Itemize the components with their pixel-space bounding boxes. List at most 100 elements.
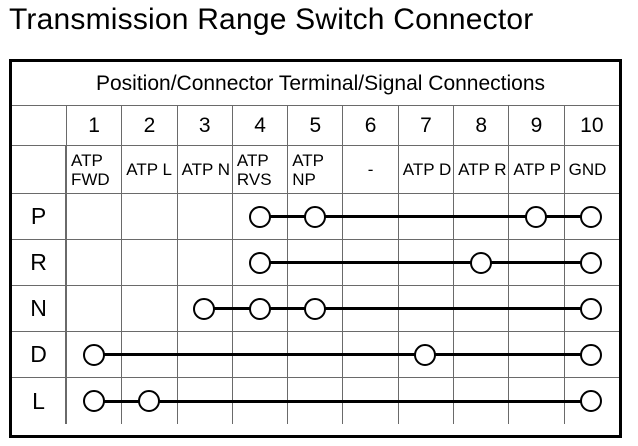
position-label-n: N: [12, 286, 66, 331]
cell-p-2[interactable]: [121, 194, 176, 239]
terminal-number-cell-2: 2: [121, 106, 176, 145]
cell-l-7[interactable]: [397, 378, 453, 424]
cell-r-4[interactable]: [231, 240, 287, 285]
terminal-number-cell-10: 10: [563, 106, 619, 145]
cell-n-1[interactable]: [66, 286, 121, 331]
cell-d-3[interactable]: [176, 332, 232, 377]
signal-cell-5: ATP NP: [287, 146, 342, 193]
cell-p-9[interactable]: [508, 194, 563, 239]
signal-cell-3: ATP N: [176, 146, 232, 193]
position-row-d: D: [12, 332, 619, 378]
terminal-number-header-row: 1 2 3 4 5 6 7 8 9 10: [12, 106, 619, 146]
cell-n-8[interactable]: [453, 286, 508, 331]
cell-d-2[interactable]: [121, 332, 176, 377]
cell-p-7[interactable]: [397, 194, 453, 239]
signal-name-8: ATP R: [458, 160, 507, 179]
position-row-n: N: [12, 286, 619, 332]
terminal-number-4: 4: [254, 113, 266, 137]
cell-l-6[interactable]: [342, 378, 397, 424]
cell-l-3[interactable]: [176, 378, 232, 424]
cell-p-3[interactable]: [176, 194, 232, 239]
table-banner: Position/Connector Terminal/Signal Conne…: [12, 62, 619, 106]
cell-p-1[interactable]: [66, 194, 121, 239]
position-row-l: L: [12, 378, 619, 424]
terminal-number-cell-9: 9: [508, 106, 563, 145]
cell-l-8[interactable]: [453, 378, 508, 424]
corner-cell-signals: [12, 146, 66, 193]
cell-d-6[interactable]: [342, 332, 397, 377]
cell-r-9[interactable]: [508, 240, 563, 285]
terminal-number-cell-4: 4: [231, 106, 287, 145]
signal-name-2: ATP L: [126, 160, 172, 179]
cell-l-2[interactable]: [121, 378, 176, 424]
signal-cell-8: ATP R: [453, 146, 508, 193]
signal-name-4: ATP RVS: [236, 150, 272, 189]
cell-p-6[interactable]: [342, 194, 397, 239]
cell-n-7[interactable]: [397, 286, 453, 331]
table-banner-label: Position/Connector Terminal/Signal Conne…: [95, 71, 546, 95]
signal-cell-1: ATP FWD: [66, 146, 121, 193]
cell-l-10[interactable]: [563, 378, 619, 424]
signal-name-7: ATP D: [402, 160, 452, 179]
cell-d-8[interactable]: [453, 332, 508, 377]
cell-n-6[interactable]: [342, 286, 397, 331]
cell-p-4[interactable]: [231, 194, 287, 239]
cell-n-10[interactable]: [563, 286, 619, 331]
signal-name-5: ATP NP: [292, 150, 324, 189]
cell-n-9[interactable]: [508, 286, 563, 331]
terminal-number-cell-8: 8: [453, 106, 508, 145]
terminal-number-5: 5: [309, 113, 322, 137]
cell-n-5[interactable]: [287, 286, 342, 331]
signal-cell-10: GND: [563, 146, 619, 193]
signal-cell-9: ATP P: [508, 146, 563, 193]
cell-d-10[interactable]: [563, 332, 619, 377]
cell-d-9[interactable]: [508, 332, 563, 377]
cell-l-1[interactable]: [66, 378, 121, 424]
position-label-l: L: [12, 378, 66, 424]
position-label-r: R: [12, 240, 66, 285]
table-grid-region: 1 2 3 4 5 6 7 8 9 10 ATP FWD ATP L: [12, 106, 619, 435]
cell-n-2[interactable]: [121, 286, 176, 331]
cell-r-1[interactable]: [66, 240, 121, 285]
cell-r-7[interactable]: [397, 240, 453, 285]
signal-cell-4: ATP RVS: [231, 146, 287, 193]
signal-name-1: ATP FWD: [71, 150, 110, 189]
cell-r-6[interactable]: [342, 240, 397, 285]
position-row-cells: [66, 332, 619, 377]
cell-n-3[interactable]: [176, 286, 232, 331]
terminal-number-9: 9: [530, 113, 543, 137]
position-row-cells: [66, 194, 619, 239]
cell-p-8[interactable]: [453, 194, 508, 239]
cell-d-1[interactable]: [66, 332, 121, 377]
signal-cell-2: ATP L: [121, 146, 176, 193]
position-row-p: P: [12, 194, 619, 240]
terminal-number-2: 2: [143, 113, 156, 137]
terminal-number-cells: 1 2 3 4 5 6 7 8 9 10: [66, 106, 619, 145]
cell-r-5[interactable]: [287, 240, 342, 285]
terminal-number-1: 1: [88, 113, 100, 137]
cell-r-2[interactable]: [121, 240, 176, 285]
signal-name-9: ATP P: [513, 160, 561, 179]
cell-p-10[interactable]: [563, 194, 619, 239]
cell-n-4[interactable]: [231, 286, 287, 331]
position-label-d: D: [12, 332, 66, 377]
cell-p-5[interactable]: [287, 194, 342, 239]
signal-name-header-row: ATP FWD ATP L ATP N ATP RVS ATP NP - ATP…: [12, 146, 619, 194]
position-row-cells: [66, 240, 619, 285]
cell-d-5[interactable]: [287, 332, 342, 377]
terminal-number-cell-1: 1: [66, 106, 121, 145]
terminal-number-cell-7: 7: [397, 106, 453, 145]
cell-l-5[interactable]: [287, 378, 342, 424]
corner-cell-numbers: [12, 106, 66, 145]
cell-d-4[interactable]: [231, 332, 287, 377]
connector-table: Position/Connector Terminal/Signal Conne…: [9, 59, 622, 438]
cell-l-9[interactable]: [508, 378, 563, 424]
position-row-cells: [66, 378, 619, 424]
cell-r-10[interactable]: [563, 240, 619, 285]
cell-r-8[interactable]: [453, 240, 508, 285]
cell-r-3[interactable]: [176, 240, 232, 285]
cell-d-7[interactable]: [397, 332, 453, 377]
terminal-number-cell-5: 5: [287, 106, 342, 145]
cell-l-4[interactable]: [231, 378, 287, 424]
